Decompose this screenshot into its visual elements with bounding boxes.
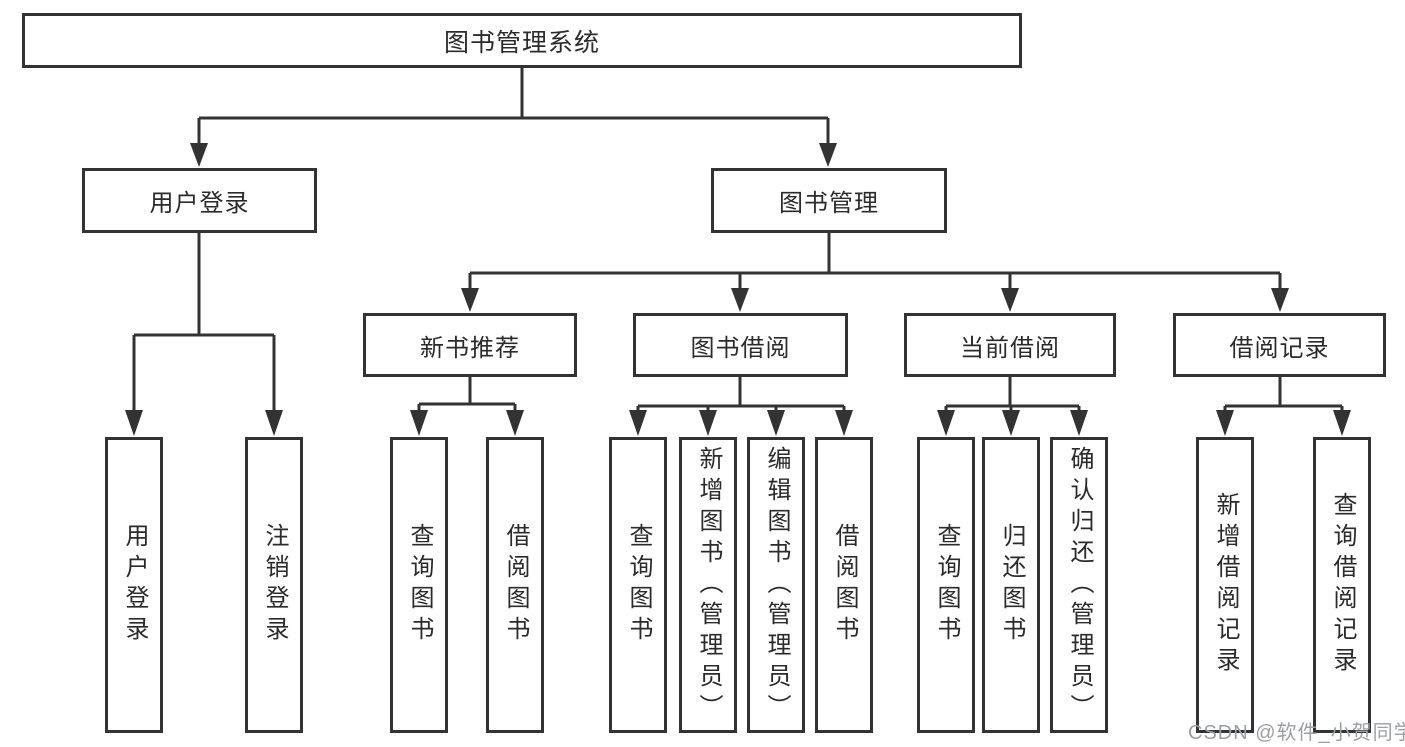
watermark: CSDN @软件_小贺同学 bbox=[1188, 722, 1405, 744]
leaf-current-query-book: 查询图书 bbox=[917, 437, 975, 733]
arrowheads bbox=[125, 143, 1351, 436]
node-label: 查询图书 bbox=[406, 523, 433, 647]
leaf-user-login: 用户登录 bbox=[105, 437, 163, 733]
node-label: 图书管理系统 bbox=[443, 28, 600, 57]
node-label: 当前借阅 bbox=[960, 334, 1060, 362]
node-label: 用户登录 bbox=[121, 523, 148, 647]
node-label: 查询借阅记录 bbox=[1329, 492, 1356, 678]
leaf-add-borrow-record: 新增借阅记录 bbox=[1196, 437, 1254, 733]
leaf-recommend-query-book: 查询图书 bbox=[390, 437, 448, 733]
node-label: 借阅图书 bbox=[502, 523, 529, 647]
node-user-login: 用户登录 bbox=[82, 168, 317, 233]
node-current-borrow: 当前借阅 bbox=[904, 313, 1116, 377]
leaf-borrow-book: 借阅图书 bbox=[815, 437, 873, 733]
node-library-management-system: 图书管理系统 bbox=[22, 13, 1022, 68]
node-label: 新增图书（管理员） bbox=[695, 445, 722, 725]
node-new-book-recommend: 新书推荐 bbox=[363, 313, 577, 377]
node-borrow-records: 借阅记录 bbox=[1173, 313, 1386, 377]
node-label: 借阅图书 bbox=[831, 523, 858, 647]
node-label: 新增借阅记录 bbox=[1212, 492, 1239, 678]
leaf-logout: 注销登录 bbox=[245, 437, 303, 733]
leaf-query-borrow-record: 查询借阅记录 bbox=[1313, 437, 1371, 733]
leaf-edit-book-admin: 编辑图书（管理员） bbox=[747, 437, 805, 733]
node-label: 新书推荐 bbox=[420, 334, 520, 362]
node-book-management: 图书管理 bbox=[711, 168, 947, 233]
leaf-recommend-borrow-book: 借阅图书 bbox=[486, 437, 544, 733]
node-label: 归还图书 bbox=[998, 523, 1025, 647]
node-label: 确认归还（管理员） bbox=[1066, 445, 1093, 725]
leaf-return-book: 归还图书 bbox=[982, 437, 1040, 733]
node-label: 注销登录 bbox=[261, 523, 288, 647]
node-label: 查询图书 bbox=[625, 523, 652, 647]
node-label: 查询图书 bbox=[933, 523, 960, 647]
node-label: 图书管理 bbox=[779, 190, 879, 217]
leaf-borrow-query-book: 查询图书 bbox=[609, 437, 667, 733]
node-label: 用户登录 bbox=[149, 190, 250, 217]
leaf-add-book-admin: 新增图书（管理员） bbox=[679, 437, 737, 733]
leaf-confirm-return-admin: 确认归还（管理员） bbox=[1050, 437, 1108, 733]
node-label: 借阅记录 bbox=[1229, 334, 1330, 362]
node-label: 编辑图书（管理员） bbox=[763, 445, 790, 725]
node-label: 图书借阅 bbox=[690, 334, 791, 362]
node-book-borrow: 图书借阅 bbox=[633, 313, 848, 377]
